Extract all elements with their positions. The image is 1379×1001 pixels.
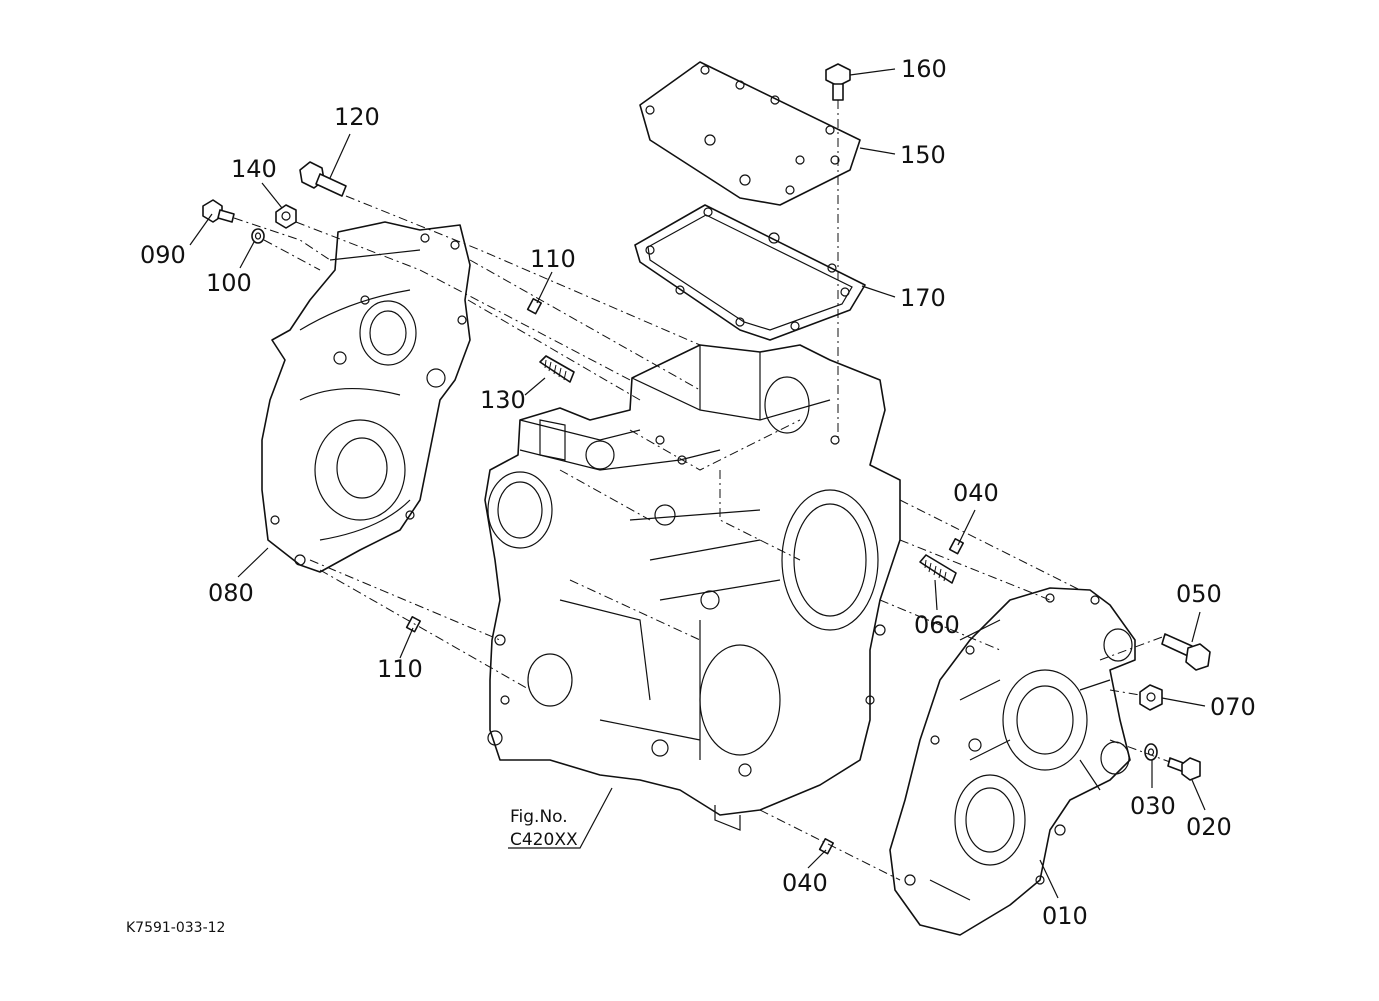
callout-100: 100 xyxy=(206,269,252,297)
nut-070 xyxy=(1139,684,1163,711)
callout-140: 140 xyxy=(231,155,277,183)
callout-020: 020 xyxy=(1186,813,1232,841)
callout-130: 130 xyxy=(480,386,526,414)
stud-130 xyxy=(539,355,575,383)
washer-030 xyxy=(1144,743,1158,761)
callout-040-lower: 040 xyxy=(782,869,828,897)
figure-ref-label: Fig.No. xyxy=(510,807,568,827)
callout-170: 170 xyxy=(900,284,946,312)
drawing-number: K7591-033-12 xyxy=(126,920,225,936)
figure-ref-number: C420XX xyxy=(510,830,578,850)
bolt-160 xyxy=(825,63,851,101)
callout-040-upper: 040 xyxy=(953,479,999,507)
nut-140 xyxy=(275,204,297,229)
callout-110-upper: 110 xyxy=(530,245,576,273)
bolt-020 xyxy=(1167,757,1201,781)
callout-010: 010 xyxy=(1042,902,1088,930)
bolt-090 xyxy=(202,199,235,223)
right-cover-010 xyxy=(889,587,1136,936)
callout-150: 150 xyxy=(900,141,946,169)
transmission-case xyxy=(484,344,901,831)
callout-110-lower: 110 xyxy=(377,655,423,683)
callout-080: 080 xyxy=(208,579,254,607)
callout-060: 060 xyxy=(914,611,960,639)
callout-030: 030 xyxy=(1130,792,1176,820)
stud-060 xyxy=(919,554,957,584)
callout-070: 070 xyxy=(1210,693,1256,721)
left-cover-080 xyxy=(261,221,471,573)
bolt-050 xyxy=(1161,633,1211,671)
washer-100 xyxy=(251,228,265,244)
leader-lines xyxy=(189,68,1206,899)
callout-160: 160 xyxy=(901,55,947,83)
gasket-170 xyxy=(634,204,866,341)
callout-090: 090 xyxy=(140,241,186,269)
callout-120: 120 xyxy=(334,103,380,131)
bolt-120 xyxy=(299,161,347,197)
top-cover-150 xyxy=(639,61,861,206)
assembly-lines xyxy=(233,100,1171,881)
callout-050: 050 xyxy=(1176,580,1222,608)
